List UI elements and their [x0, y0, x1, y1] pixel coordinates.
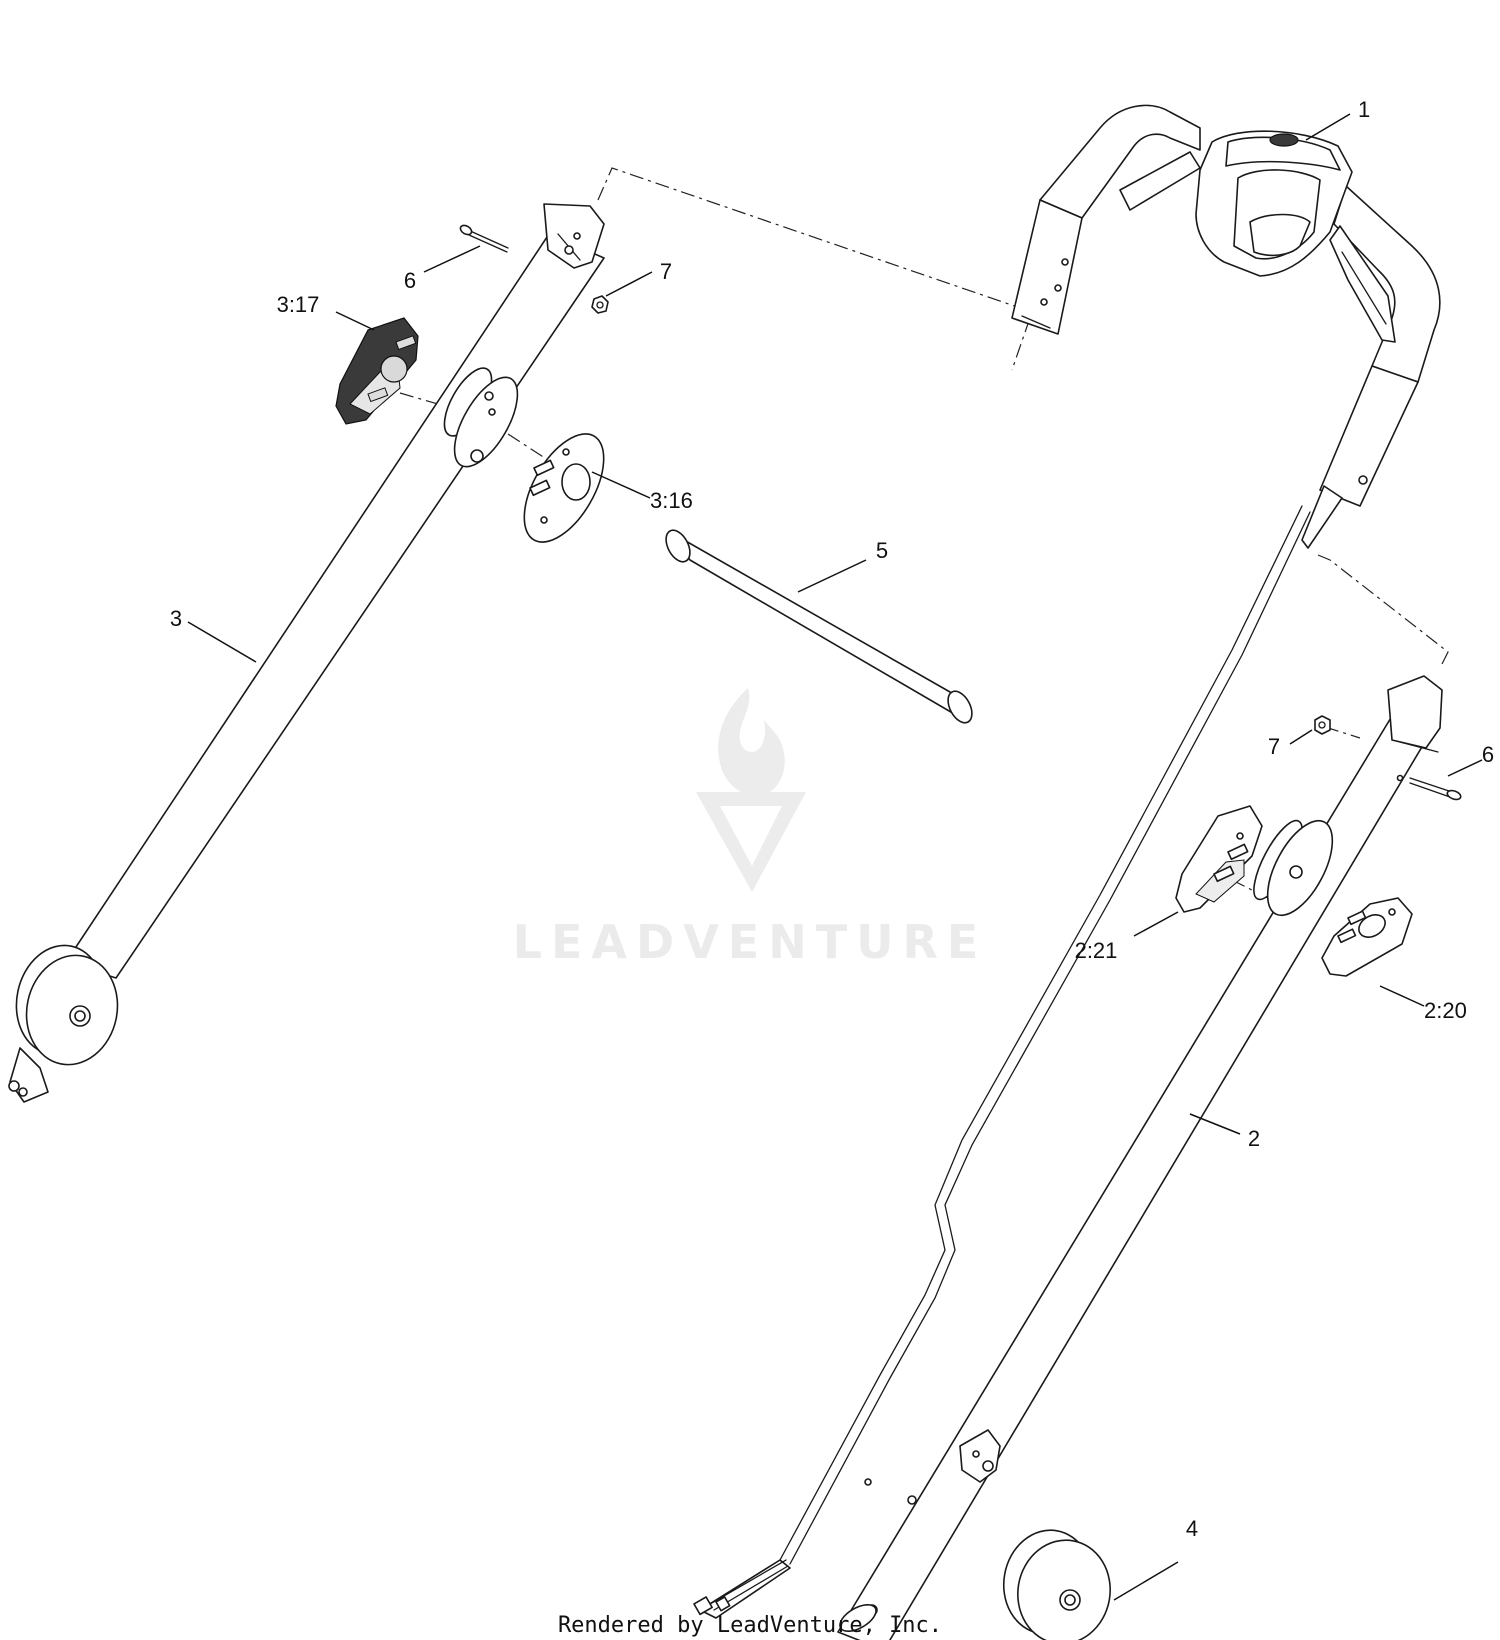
lower-handle-left — [8, 203, 605, 1103]
upper-handle — [1011, 104, 1441, 549]
v-logo — [696, 792, 806, 892]
callout-2-20: 2:20 — [1424, 998, 1467, 1023]
callout-3: 3 — [170, 606, 182, 631]
nut-left — [591, 295, 609, 314]
callout-6-a: 6 — [404, 268, 416, 293]
callout-3-16: 3:16 — [650, 488, 693, 513]
callout-5: 5 — [876, 538, 888, 563]
bolt-left — [459, 224, 509, 253]
callout-1: 1 — [1358, 97, 1370, 122]
bracket-right-outer — [1175, 805, 1263, 913]
callout-7-b: 7 — [1268, 734, 1280, 759]
wheel-right — [1002, 1529, 1111, 1640]
callout-lines — [187, 113, 1483, 1601]
assembly-line-right — [1317, 554, 1449, 669]
flame-logo — [718, 688, 785, 797]
lower-handle-right — [693, 505, 1443, 1640]
render-credit: Rendered by LeadVenture, Inc. — [558, 1613, 942, 1638]
callout-2: 2 — [1248, 1126, 1260, 1151]
nut-right — [1314, 715, 1331, 735]
cross-tube — [665, 529, 973, 724]
bracket-left-outer — [335, 317, 419, 425]
callout-4: 4 — [1186, 1516, 1198, 1541]
watermark-text: LEADVENTURE — [513, 915, 988, 969]
bracket-left-inner — [523, 433, 605, 543]
assembly-line-nut-right — [1324, 726, 1361, 739]
assembly-line-pin-left — [507, 433, 549, 461]
callout-7-a: 7 — [660, 259, 672, 284]
callout-6-b: 6 — [1482, 742, 1494, 767]
callout-3-17: 3:17 — [277, 292, 320, 317]
callout-2-21: 2:21 — [1075, 938, 1118, 963]
bracket-right-inner — [1321, 897, 1413, 977]
leadventure-watermark: LEADVENTURE — [513, 688, 988, 969]
bolt-right — [1409, 777, 1462, 801]
callout-labels: 1 6 7 3:17 3:16 5 3 7 6 2:21 2:20 2 4 — [170, 97, 1494, 1541]
assembly-line-top — [597, 167, 1033, 371]
